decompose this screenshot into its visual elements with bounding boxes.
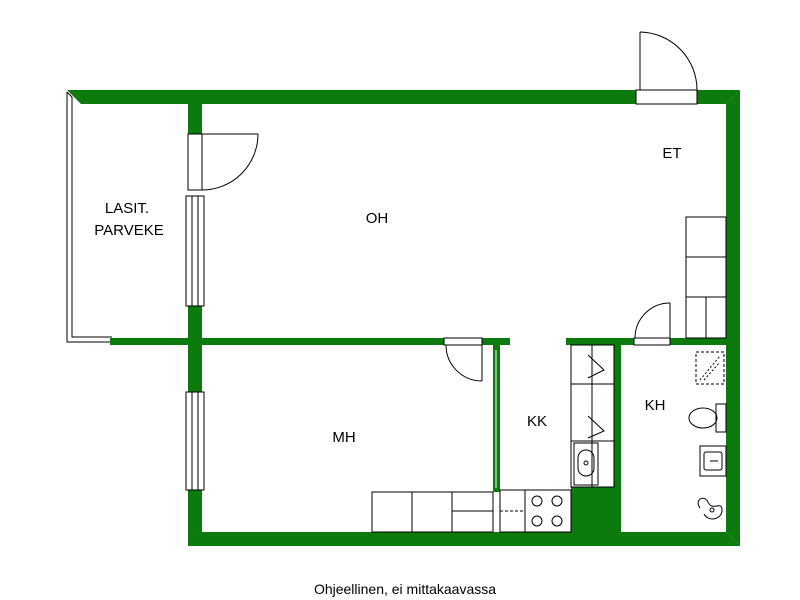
balcony-outline [66, 91, 112, 343]
drain-icon [697, 497, 723, 520]
living-room-label: OH [366, 210, 389, 227]
window-icon [185, 391, 205, 491]
shower-icon [695, 351, 725, 385]
interior-wall-oh-mh [188, 338, 444, 345]
sink-icon [573, 442, 599, 486]
washbasin-icon [699, 445, 727, 477]
balcony-label-line2: PARVEKE [94, 222, 163, 239]
window-icon [185, 195, 205, 307]
door-swing-icon [633, 302, 671, 346]
left-wall-seg-3 [188, 490, 202, 546]
bathroom-label: KH [645, 397, 666, 414]
bedroom-wardrobe [371, 491, 494, 533]
scale-disclaimer: Ohjeellinen, ei mittakaavassa [314, 581, 496, 597]
top-wall-right [697, 90, 740, 104]
right-wall [726, 90, 740, 546]
shaft [571, 487, 614, 532]
entrance-wardrobe [685, 216, 727, 339]
entrance-label: ET [662, 145, 681, 162]
kitchenette-label: KK [527, 413, 547, 430]
balcony-bottom-wall [110, 338, 202, 345]
stove-icon [499, 489, 572, 533]
interior-wall-kh-left [566, 338, 634, 345]
toilet-icon [688, 403, 727, 433]
door-swing-icon [443, 337, 483, 382]
left-wall-seg-2 [188, 306, 202, 392]
walls [67, 90, 740, 546]
top-wall-left [188, 90, 636, 104]
door-swing-icon [635, 31, 698, 105]
kitchen-cabinets [570, 344, 615, 488]
interior-wall-kh-right [670, 338, 726, 345]
bottom-wall [188, 532, 740, 546]
balcony-top-wall [67, 90, 195, 104]
wall-kk-kh [614, 338, 621, 532]
bedroom-label: MH [332, 429, 355, 446]
balcony-label-line1: LASIT. [105, 200, 149, 217]
left-wall-seg-1 [188, 90, 202, 134]
door-swing-icon [187, 133, 259, 191]
